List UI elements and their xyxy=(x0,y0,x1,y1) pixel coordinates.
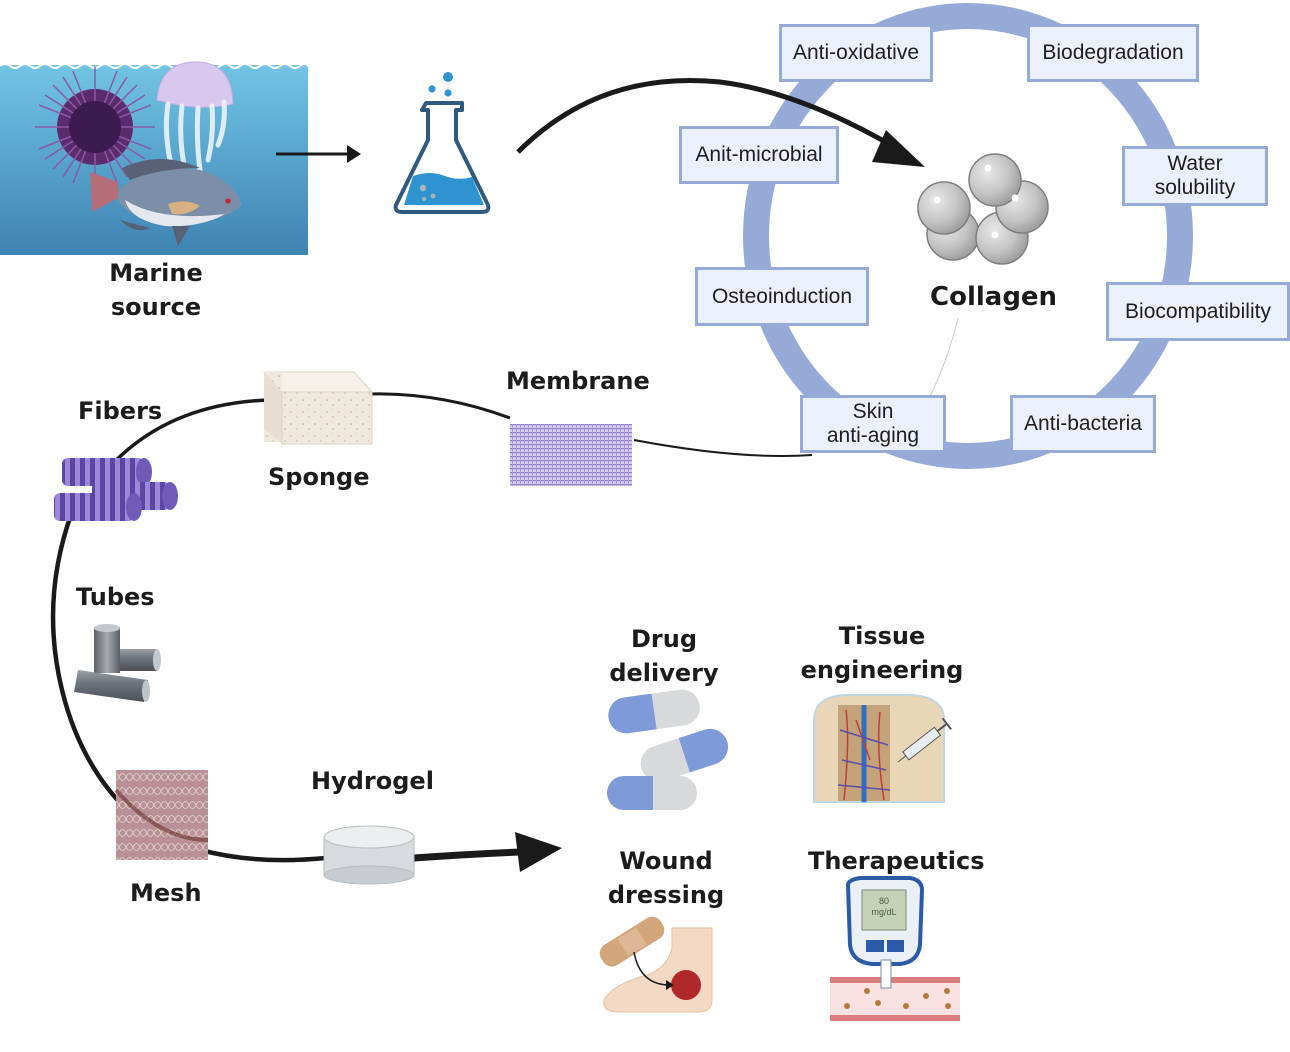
membrane-icon xyxy=(510,424,632,486)
glucometer-readout: 80 mg/dL xyxy=(871,896,897,917)
collagen-icon xyxy=(917,153,1049,265)
jellyfish-icon xyxy=(156,61,234,178)
forms-curve-segment xyxy=(633,439,813,457)
sponge-icon xyxy=(262,371,374,445)
sponge-label: Sponge xyxy=(268,463,370,491)
therapeutics-label: Therapeutics xyxy=(808,847,985,875)
tissue-engineering-label: Tissue engineering xyxy=(800,622,964,684)
flask-icon xyxy=(393,72,491,214)
capsules-icon xyxy=(607,689,729,810)
arrow-to-applications xyxy=(515,832,562,872)
fish-icon xyxy=(90,159,242,246)
mesh-label: Mesh xyxy=(130,879,202,907)
glucometer-icon xyxy=(830,876,960,1021)
mesh-icon xyxy=(116,770,208,860)
marine-source-label: Marine source xyxy=(109,259,203,321)
tissue-engineering-icon xyxy=(813,694,952,803)
membrane-label: Membrane xyxy=(506,367,650,395)
hydrogel-icon xyxy=(323,825,415,885)
marine-source-illustration xyxy=(0,61,309,255)
property-box-water-solubility: Water solubility xyxy=(1122,146,1268,206)
hydrogel-label: Hydrogel xyxy=(311,767,434,795)
property-box-osteoinduction: Osteoinduction xyxy=(695,267,869,326)
sea-urchin-icon xyxy=(35,67,155,187)
property-box-anti-microbial: Anit-microbial xyxy=(679,126,839,184)
fibers-icon xyxy=(54,458,178,521)
properties-ring xyxy=(743,3,1193,469)
tubes-icon xyxy=(74,624,161,702)
property-box-skin-anti-aging: Skin anti-aging xyxy=(800,395,946,453)
arrow-to-collagen xyxy=(516,77,898,154)
collagen-label: Collagen xyxy=(930,282,1058,312)
wound-dressing-icon xyxy=(599,916,713,1013)
property-box-biocompatibility: Biocompatibility xyxy=(1106,282,1290,341)
drug-delivery-label: Drug delivery xyxy=(609,625,719,687)
property-box-anti-oxidative: Anti-oxidative xyxy=(779,24,933,82)
wound-dressing-label: Wound dressing xyxy=(607,847,725,909)
property-box-anti-bacteria: Anti-bacteria xyxy=(1010,395,1156,453)
tubes-label: Tubes xyxy=(76,583,155,611)
property-box-biodegradation: Biodegradation xyxy=(1027,24,1199,82)
fibers-label: Fibers xyxy=(78,397,163,425)
